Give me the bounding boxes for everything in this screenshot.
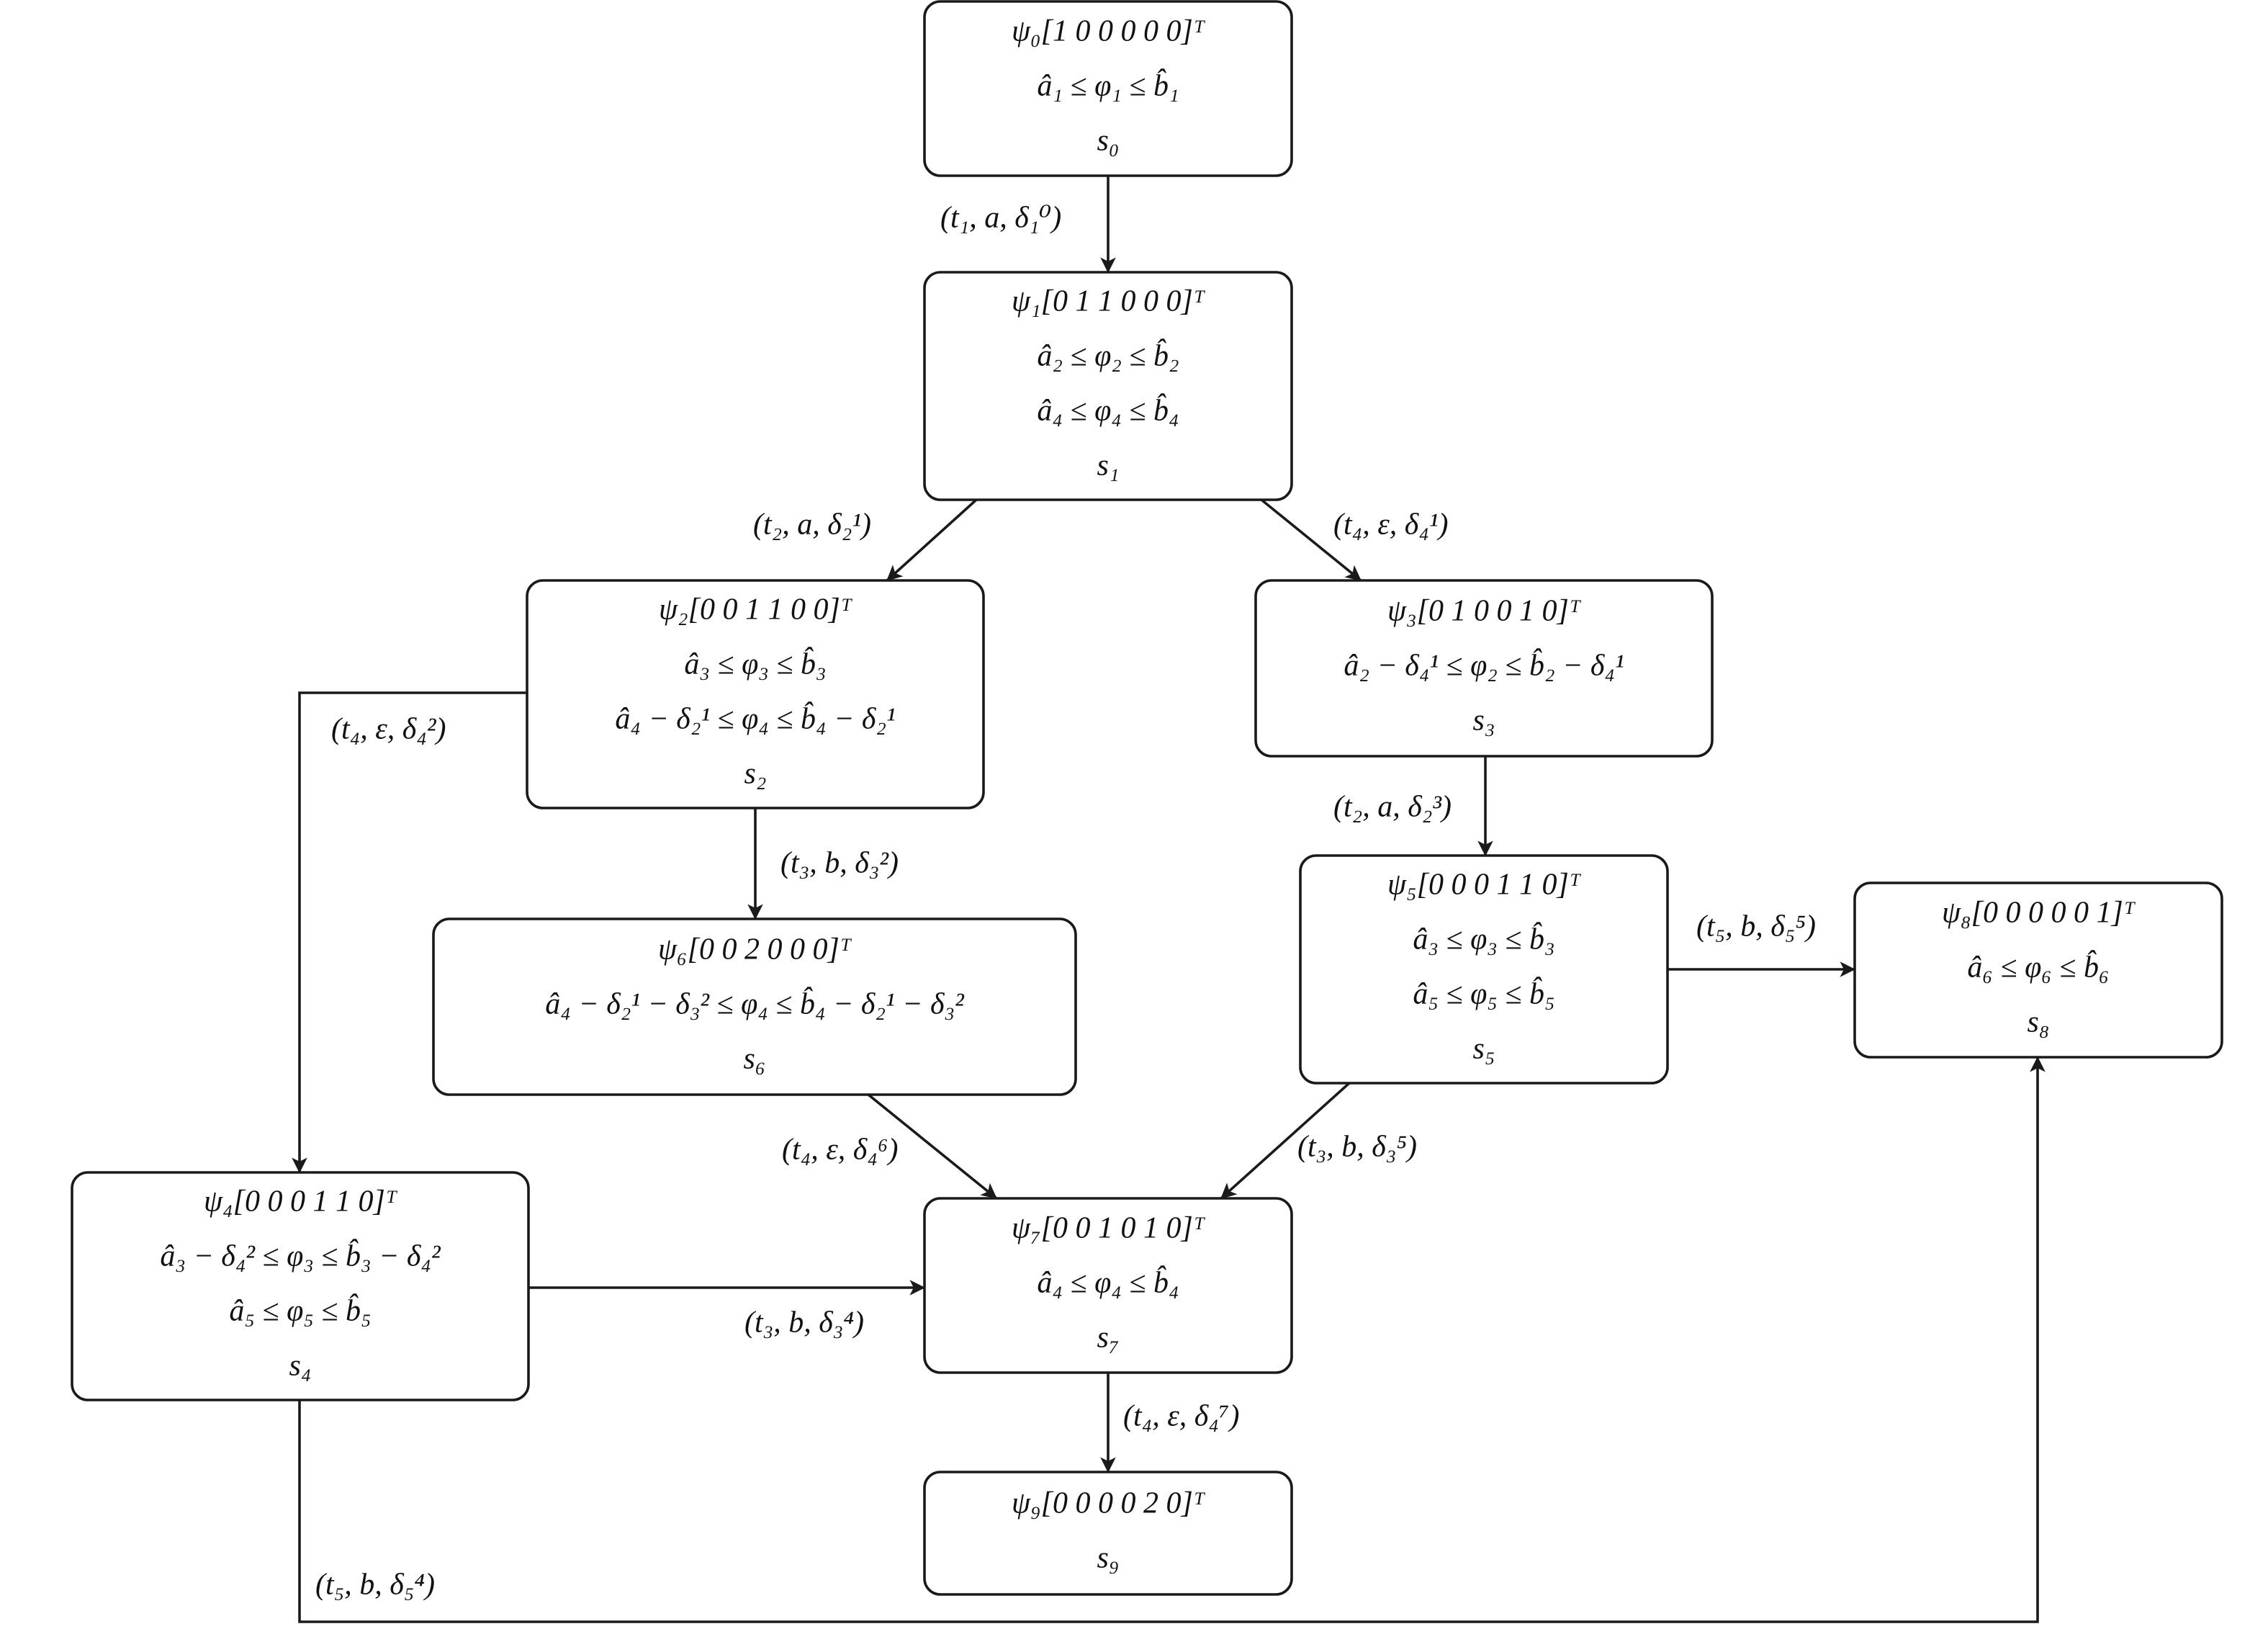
state-node-s4: ψ₄[0 0 0 1 1 0]ᵀ â₃ − δ₄² ≤ φ₃ ≤ b̂₃ − δ₄… xyxy=(71,1171,530,1401)
state-box-s1 xyxy=(923,271,1293,501)
state-box-s7 xyxy=(923,1197,1293,1374)
edge-s4-s8 xyxy=(298,1056,2046,1623)
state-box-s3 xyxy=(1254,579,1714,758)
firing-domain-s3: â₂ − δ₄¹ ≤ φ₂ ≤ b̂₂ − δ₄¹ xyxy=(1344,647,1624,682)
firing-domain-s5: â₃ ≤ φ₃ ≤ b̂₃ xyxy=(1413,921,1554,956)
firing-domain-s8: â₆ ≤ φ₆ ≤ b̂₆ xyxy=(1967,949,2109,984)
marking-s1: ψ₁[0 1 1 0 0 0]ᵀ xyxy=(1012,285,1206,318)
state-node-s1: ψ₁[0 1 1 0 0 0]ᵀ â₂ ≤ φ₂ ≤ b̂₂ â₄ ≤ φ₄ ≤ b… xyxy=(923,271,1293,501)
edge-label-s1-s2: (t₂, a, δ₂¹) xyxy=(753,508,871,542)
edges-layer xyxy=(292,176,2046,1623)
state-node-s3: ψ₃[0 1 0 0 1 0]ᵀ â₂ − δ₄¹ ≤ φ₂ ≤ b̂₂ − δ₄… xyxy=(1254,579,1714,758)
edge-label-s7-s9: (t₄, ε, δ₄⁷) xyxy=(1123,1400,1240,1433)
state-node-s2: ψ₂[0 0 1 1 0 0]ᵀ â₃ ≤ φ₃ ≤ b̂₃ â₄ − δ₂¹ ≤ … xyxy=(526,579,985,809)
state-name-s2: s₂ xyxy=(744,758,767,791)
state-name-s9: s₉ xyxy=(1097,1542,1120,1575)
edge-label-s0-s1: (t₁, a, δ₁⁰) xyxy=(940,202,1061,235)
edge-label-s2-s6: (t₃, b, δ₃²) xyxy=(780,847,899,880)
firing-domain-s0: â₁ ≤ φ₁ ≤ b̂₁ xyxy=(1037,68,1179,102)
edge-label-s4-s7: (t₃, b, δ₃⁴) xyxy=(744,1306,864,1339)
nodes-layer: ψ₀[1 0 0 0 0 0]ᵀ â₁ ≤ φ₁ ≤ b̂₁ s₀ ψ₁[0 1 1 … xyxy=(71,0,2223,1596)
state-name-s5: s₅ xyxy=(1473,1033,1495,1066)
marking-s8: ψ₈[0 0 0 0 0 1]ᵀ xyxy=(1942,897,2136,930)
edge-label-s4-s8: (t₅, b, δ₅⁴) xyxy=(315,1569,435,1602)
firing-domain-s2: â₄ − δ₂¹ ≤ φ₄ ≤ b̂₄ − δ₂¹ xyxy=(615,701,895,735)
state-box-s6 xyxy=(432,917,1077,1096)
state-node-s0: ψ₀[1 0 0 0 0 0]ᵀ â₁ ≤ φ₁ ≤ b̂₁ s₀ xyxy=(923,0,1293,177)
edge-labels-layer: (t₁, a, δ₁⁰) (t₂, a, δ₂¹) (t₄, ε, δ₄¹) (t₄,… xyxy=(315,202,1816,1602)
state-box-s4 xyxy=(71,1171,530,1401)
edge-label-s5-s7: (t₃, b, δ₃⁵) xyxy=(1297,1131,1417,1164)
state-name-s8: s₈ xyxy=(2028,1006,2050,1039)
marking-s9: ψ₉[0 0 0 0 2 0]ᵀ xyxy=(1012,1487,1206,1520)
edge-label-s6-s7: (t₄, ε, δ₄⁶) xyxy=(782,1134,899,1167)
edge-label-s3-s5: (t₂, a, δ₂³) xyxy=(1333,791,1452,824)
firing-domain-s1: â₄ ≤ φ₄ ≤ b̂₄ xyxy=(1037,392,1179,427)
state-box-s0 xyxy=(923,0,1293,177)
state-name-s6: s₆ xyxy=(744,1043,766,1076)
state-box-s5 xyxy=(1299,854,1669,1085)
marking-s2: ψ₂[0 0 1 1 0 0]ᵀ xyxy=(659,593,853,627)
state-node-s5: ψ₅[0 0 0 1 1 0]ᵀ â₃ ≤ φ₃ ≤ b̂₃ â₅ ≤ φ₅ ≤ b… xyxy=(1299,854,1669,1085)
edge-label-s1-s3: (t₄, ε, δ₄¹) xyxy=(1333,508,1449,542)
marking-s0: ψ₀[1 0 0 0 0 0]ᵀ xyxy=(1012,15,1206,48)
firing-domain-s7: â₄ ≤ φ₄ ≤ b̂₄ xyxy=(1037,1265,1179,1299)
edge-label-s2-s4: (t₄, ε, δ₄²) xyxy=(331,713,446,746)
firing-domain-s6: â₄ − δ₂¹ − δ₃² ≤ φ₄ ≤ b̂₄ − δ₂¹ − δ₃² xyxy=(545,986,965,1020)
marking-s3: ψ₃[0 1 0 0 1 0]ᵀ xyxy=(1387,595,1582,628)
marking-s7: ψ₇[0 0 1 0 1 0]ᵀ xyxy=(1012,1212,1206,1245)
state-name-s1: s₁ xyxy=(1097,449,1120,483)
firing-domain-s4: â₅ ≤ φ₅ ≤ b̂₅ xyxy=(229,1293,371,1327)
state-name-s4: s₄ xyxy=(289,1350,312,1383)
edge-s1-s2 xyxy=(886,498,978,582)
state-node-s6: ψ₆[0 0 2 0 0 0]ᵀ â₄ − δ₂¹ − δ₃² ≤ φ₄ ≤ b̂… xyxy=(432,917,1077,1096)
state-node-s8: ψ₈[0 0 0 0 0 1]ᵀ â₆ ≤ φ₆ ≤ b̂₆ s₈ xyxy=(1853,881,2223,1059)
edge-label-s5-s8: (t₅, b, δ₅⁵) xyxy=(1696,910,1816,943)
firing-domain-s5: â₅ ≤ φ₅ ≤ b̂₅ xyxy=(1413,976,1554,1010)
edge-s1-s3 xyxy=(1260,498,1362,582)
state-name-s0: s₀ xyxy=(1097,125,1120,158)
marking-s6: ψ₆[0 0 2 0 0 0]ᵀ xyxy=(658,933,852,966)
state-box-s9 xyxy=(923,1471,1293,1596)
firing-domain-s4: â₃ − δ₄² ≤ φ₃ ≤ b̂₃ − δ₄² xyxy=(160,1238,441,1273)
edge-s2-s4 xyxy=(292,691,527,1174)
edge-s5-s7 xyxy=(1220,1082,1351,1200)
marking-s4: ψ₄[0 0 0 1 1 0]ᵀ xyxy=(204,1185,398,1219)
firing-domain-s1: â₂ ≤ φ₂ ≤ b̂₂ xyxy=(1037,338,1179,372)
state-box-s2 xyxy=(526,579,985,809)
firing-domain-s2: â₃ ≤ φ₃ ≤ b̂₃ xyxy=(684,646,826,681)
marking-s5: ψ₅[0 0 0 1 1 0]ᵀ xyxy=(1387,869,1582,902)
state-name-s7: s₇ xyxy=(1097,1321,1120,1355)
state-name-s3: s₃ xyxy=(1473,704,1495,737)
state-node-s7: ψ₇[0 0 1 0 1 0]ᵀ â₄ ≤ φ₄ ≤ b̂₄ s₇ xyxy=(923,1197,1293,1374)
state-node-s9: ψ₉[0 0 0 0 2 0]ᵀ s₉ xyxy=(923,1471,1293,1596)
state-box-s8 xyxy=(1853,881,2223,1059)
edge-s6-s7 xyxy=(867,1093,998,1200)
